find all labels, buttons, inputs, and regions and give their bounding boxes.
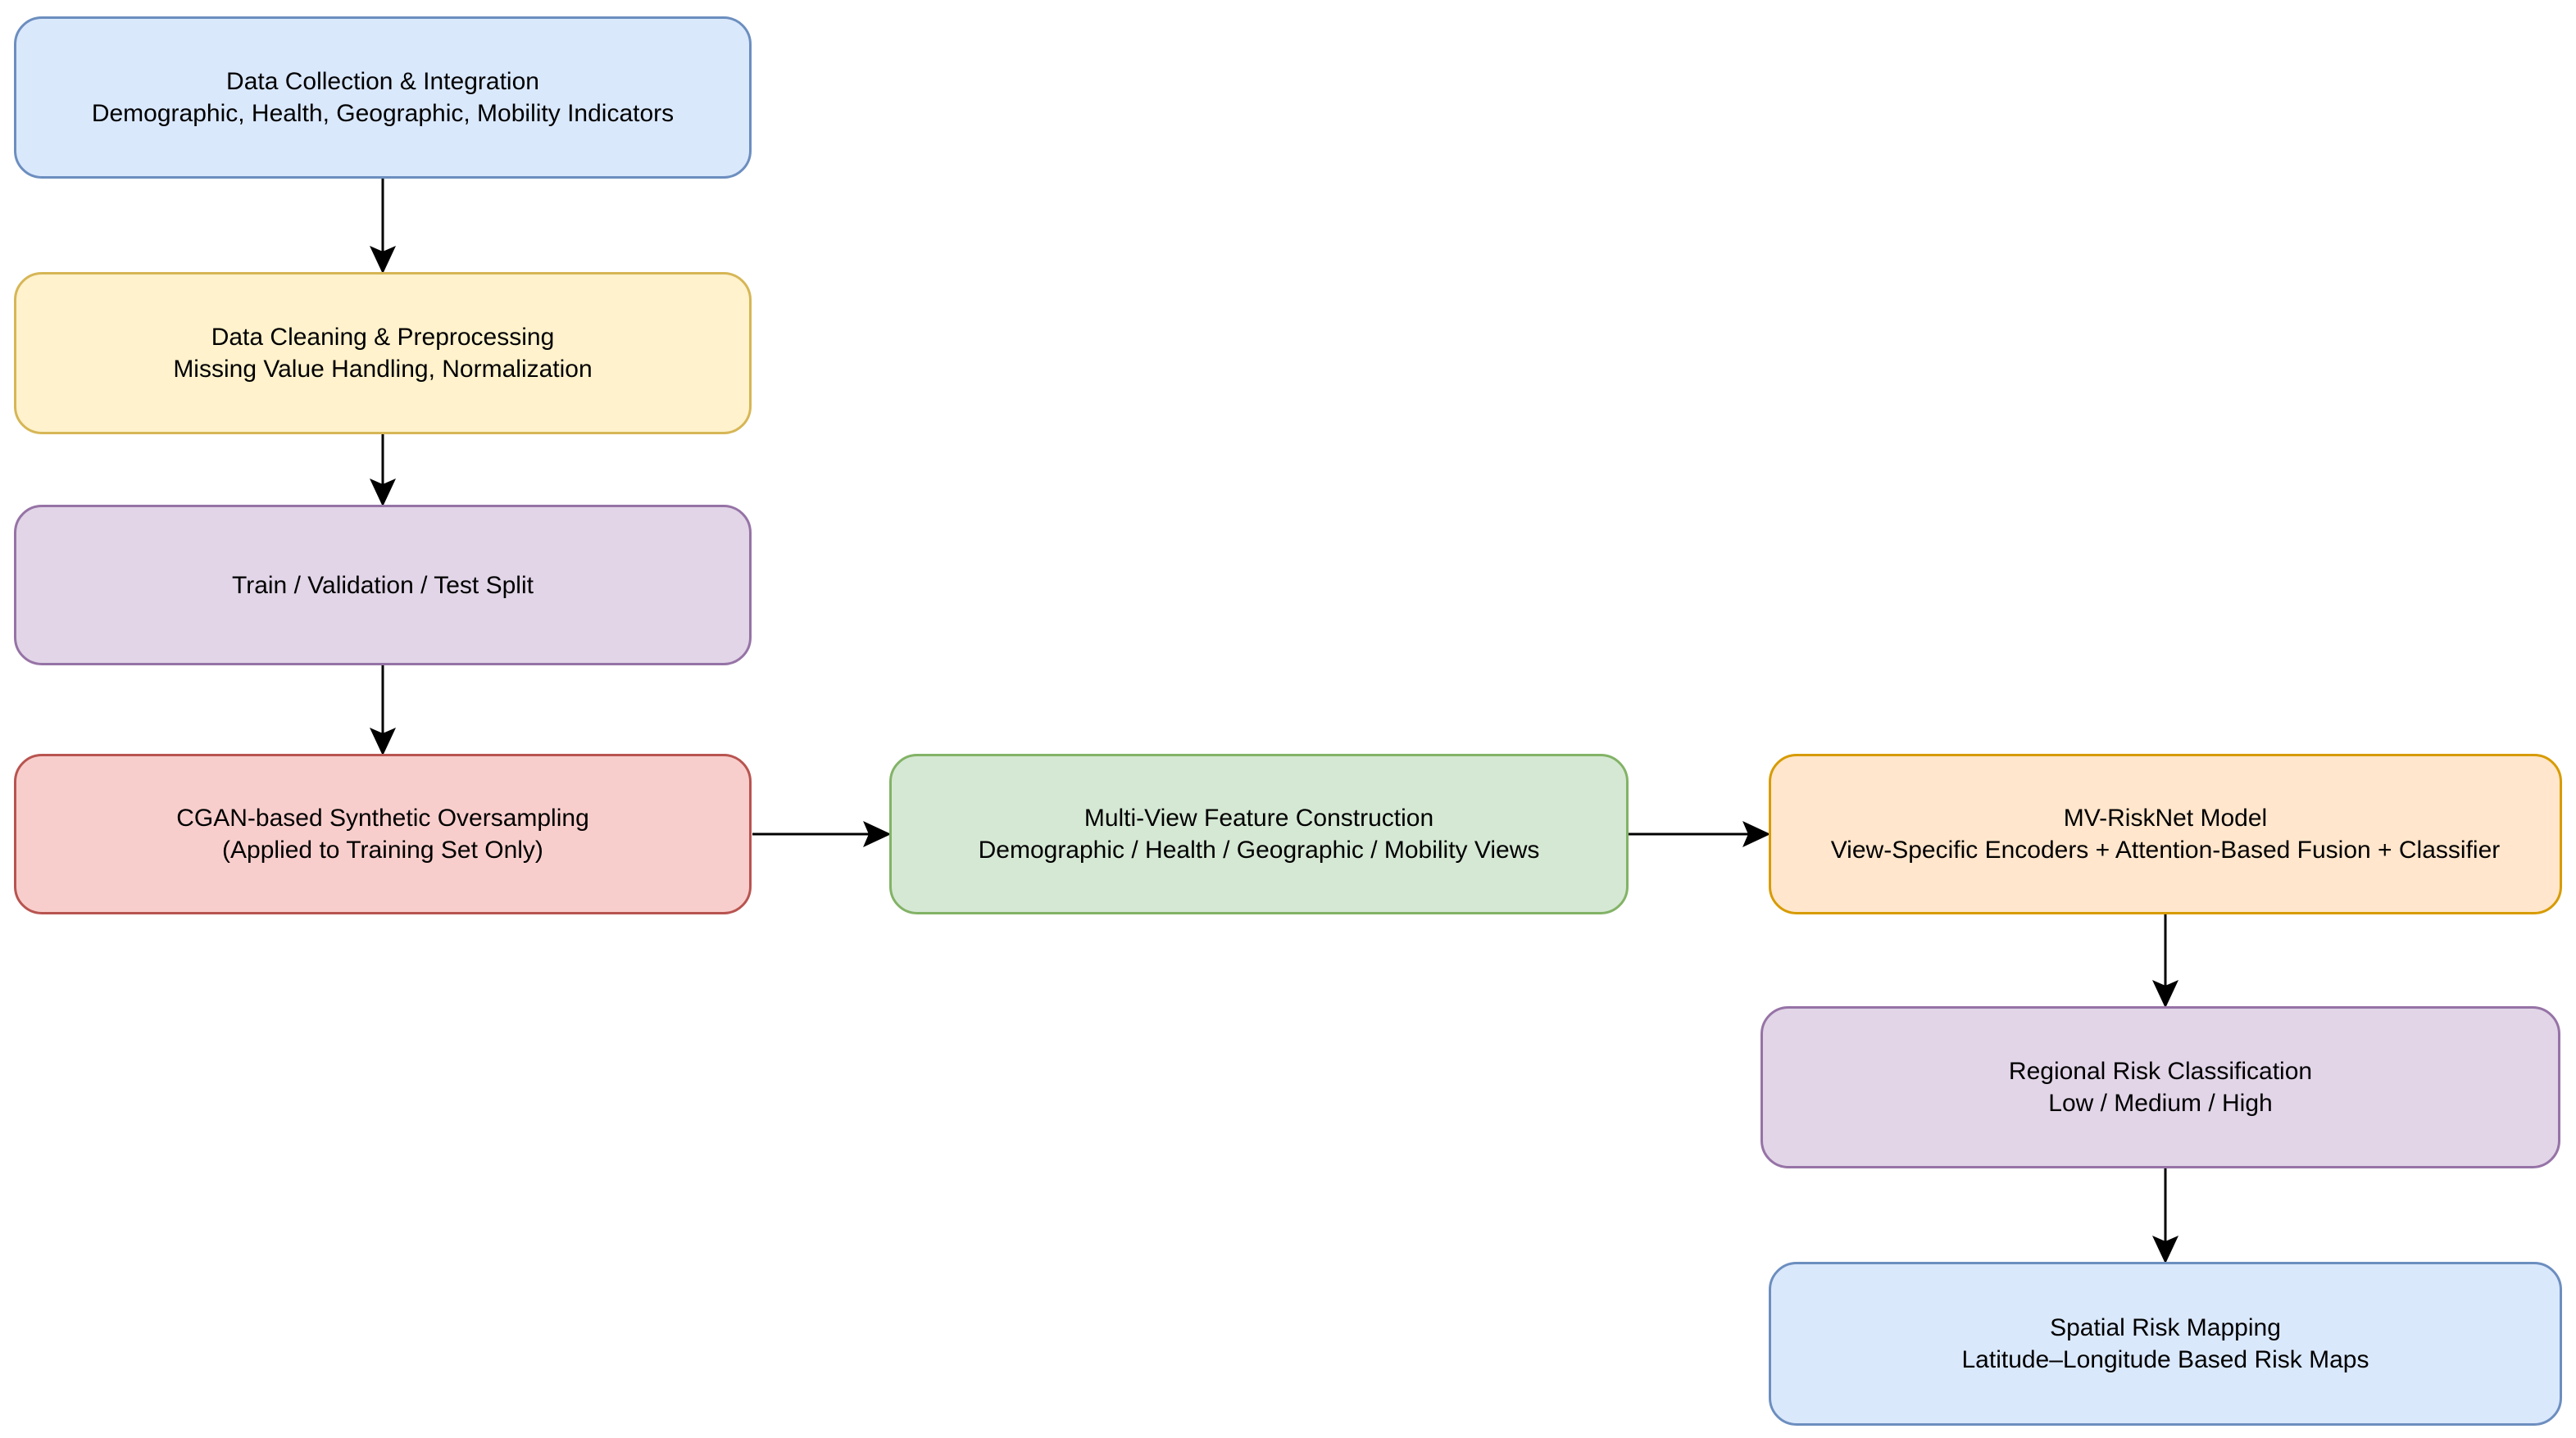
node-cgan-oversampling: CGAN-based Synthetic Oversampling (Appli… [14,754,752,914]
node-title: Data Collection & Integration [226,68,539,95]
node-title: Multi-View Feature Construction [1084,805,1434,832]
arrow-split-to-cgan [369,665,397,756]
node-regional-risk-classification: Regional Risk Classification Low / Mediu… [1760,1006,2560,1168]
node-label: Regional Risk Classification Low / Mediu… [1779,1055,2542,1119]
node-data-collection: Data Collection & Integration Demographi… [14,16,752,179]
node-data-cleaning: Data Cleaning & Preprocessing Missing Va… [14,272,752,434]
arrow-head [369,246,397,274]
arrow-head [369,479,397,507]
node-label: Data Collection & Integration Demographi… [31,66,734,129]
node-subtitle: Demographic, Health, Geographic, Mobilit… [91,100,675,127]
node-label: Spatial Risk Mapping Latitude–Longitude … [1787,1312,2544,1376]
node-title: Regional Risk Classification [2008,1058,2313,1085]
arrow-head [2151,1236,2179,1264]
node-subtitle: Latitude–Longitude Based Risk Maps [1961,1346,2369,1373]
node-multi-view-features: Multi-View Feature Construction Demograp… [889,754,1629,914]
arrow-multiview-to-risknet [1629,820,1771,848]
node-label: Multi-View Feature Construction Demograp… [906,802,1611,866]
arrow-head [369,728,397,756]
arrow-head [1742,820,1771,848]
arrow-cleaning-to-split [369,434,397,507]
node-title: CGAN-based Synthetic Oversampling [176,805,589,832]
node-subtitle: View-Specific Encoders + Attention-Based… [1830,837,2501,864]
node-subtitle: (Applied to Training Set Only) [222,837,543,864]
node-title: Train / Validation / Test Split [232,571,534,599]
node-label: MV-RiskNet Model View-Specific Encoders … [1787,802,2544,866]
node-mv-risknet-model: MV-RiskNet Model View-Specific Encoders … [1769,754,2562,914]
arrow-head [2151,980,2179,1009]
node-title: MV-RiskNet Model [2063,805,2268,832]
node-train-validation-test-split: Train / Validation / Test Split [14,505,752,665]
node-label: Train / Validation / Test Split [31,569,734,601]
node-subtitle: Missing Value Handling, Normalization [173,356,593,383]
node-label: Data Cleaning & Preprocessing Missing Va… [31,321,734,385]
arrow-collection-to-cleaning [369,179,397,274]
node-subtitle: Demographic / Health / Geographic / Mobi… [978,837,1540,864]
node-title: Data Cleaning & Preprocessing [211,324,555,351]
node-title: Spatial Risk Mapping [2050,1314,2281,1341]
arrow-risknet-to-classification [2151,914,2179,1009]
arrow-cgan-to-multiview [752,820,892,848]
arrow-classification-to-mapping [2151,1168,2179,1264]
arrow-head [863,820,892,848]
node-subtitle: Low / Medium / High [2048,1090,2273,1117]
node-spatial-risk-mapping: Spatial Risk Mapping Latitude–Longitude … [1769,1262,2562,1426]
node-label: CGAN-based Synthetic Oversampling (Appli… [31,802,734,866]
